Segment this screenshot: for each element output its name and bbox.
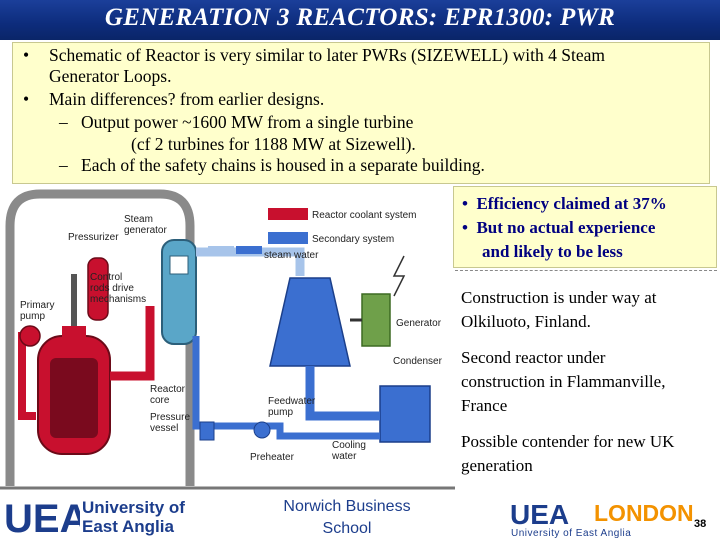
preheater-label: Preheater bbox=[250, 452, 295, 463]
second-reactor-line-2: construction in Flammanville, bbox=[461, 372, 666, 391]
legend-swatch-reactor bbox=[268, 208, 308, 220]
efficiency-box: • Efficiency claimed at 37% • But no act… bbox=[453, 186, 717, 268]
legend-reactor-label: Reactor coolant system bbox=[312, 210, 417, 221]
sub-bullet-2: – Each of the safety chains is housed in… bbox=[59, 155, 485, 175]
vessel-head bbox=[62, 326, 86, 358]
contender-line-1: Possible contender for new UK bbox=[461, 432, 675, 451]
condenser-unit bbox=[379, 385, 431, 443]
bullet-dot: • bbox=[23, 89, 30, 109]
reactor-core bbox=[50, 358, 98, 438]
norwich-business-school: Norwich Business School bbox=[283, 498, 411, 537]
bullet-box: • Schematic of Reactor is very similar t… bbox=[12, 42, 710, 184]
uea-london-logo: UEA bbox=[510, 500, 569, 528]
construction-line-1: Construction is under way at bbox=[461, 288, 657, 307]
generator-unit bbox=[361, 293, 391, 347]
exhaust-line bbox=[305, 366, 380, 421]
power-line-icon bbox=[392, 255, 406, 297]
construction-line-2: Olkiluoto, Finland. bbox=[461, 312, 591, 331]
svg-text:UEA: UEA bbox=[510, 500, 569, 528]
second-reactor-line-1: Second reactor under bbox=[461, 348, 606, 367]
pressurizer-tank bbox=[87, 257, 109, 321]
sub-bullet-1-line-1: – Output power ~1600 MW from a single tu… bbox=[59, 112, 414, 132]
page-number: 38 bbox=[694, 518, 707, 530]
dash-marker: – bbox=[59, 155, 68, 175]
feedwater-pump bbox=[253, 421, 271, 439]
preheater-unit bbox=[199, 421, 215, 441]
bullet-1-line-2: Generator Loops. bbox=[49, 66, 172, 86]
legend-secondary-label: Secondary system bbox=[312, 234, 394, 245]
primary-pump bbox=[19, 325, 41, 347]
contender-line-2: generation bbox=[461, 456, 533, 475]
condenser-label: Condenser bbox=[393, 356, 443, 367]
bullet-1-line-1: • Schematic of Reactor is very similar t… bbox=[23, 45, 605, 65]
separator-line bbox=[455, 270, 717, 271]
legend-swatch-steam bbox=[208, 246, 234, 254]
schematic-svg: Reactor coolant system Secondary system … bbox=[0, 189, 455, 490]
sub-bullet-1-line-2: (cf 2 turbines for 1188 MW at Sizewell). bbox=[131, 134, 416, 154]
legend-swatch-water bbox=[236, 246, 262, 254]
legend-water-label: water bbox=[293, 250, 319, 261]
legend-swatch-secondary bbox=[268, 232, 308, 244]
dash-marker: – bbox=[59, 112, 68, 132]
footer bbox=[0, 492, 720, 540]
london-wordmark: LONDON bbox=[594, 500, 694, 526]
svg-text:UEA: UEA bbox=[4, 498, 80, 538]
pressurizer-label: Pressurizer bbox=[68, 232, 119, 243]
bullet-2: • Main differences? from earlier designs… bbox=[23, 89, 325, 109]
uea-wordmark: University of East Anglia bbox=[82, 498, 185, 536]
efficiency-bullet-2-cont: and likely to be less bbox=[482, 242, 623, 261]
containment-wall bbox=[5, 189, 195, 486]
efficiency-bullet-1: • Efficiency claimed at 37% bbox=[462, 194, 667, 213]
efficiency-bullet-2: • But no actual experience bbox=[462, 218, 656, 237]
title-bar bbox=[0, 0, 720, 40]
second-reactor-line-3: France bbox=[461, 396, 508, 415]
legend-steam-label: steam bbox=[264, 250, 291, 261]
bullet-dot: • bbox=[23, 45, 30, 65]
steam-dryer bbox=[169, 255, 189, 275]
feedwater-line bbox=[192, 336, 380, 440]
slide-title: GENERATION 3 REACTORS: EPR1300: PWR bbox=[104, 4, 616, 31]
uea-logo: UEA bbox=[4, 498, 80, 538]
reactor-schematic: Reactor coolant system Secondary system … bbox=[0, 186, 455, 491]
london-subtitle: University of East Anglia bbox=[511, 528, 632, 539]
primary-hot-leg bbox=[110, 306, 155, 381]
generator-label: Generator bbox=[396, 318, 442, 329]
turbine bbox=[269, 277, 351, 367]
